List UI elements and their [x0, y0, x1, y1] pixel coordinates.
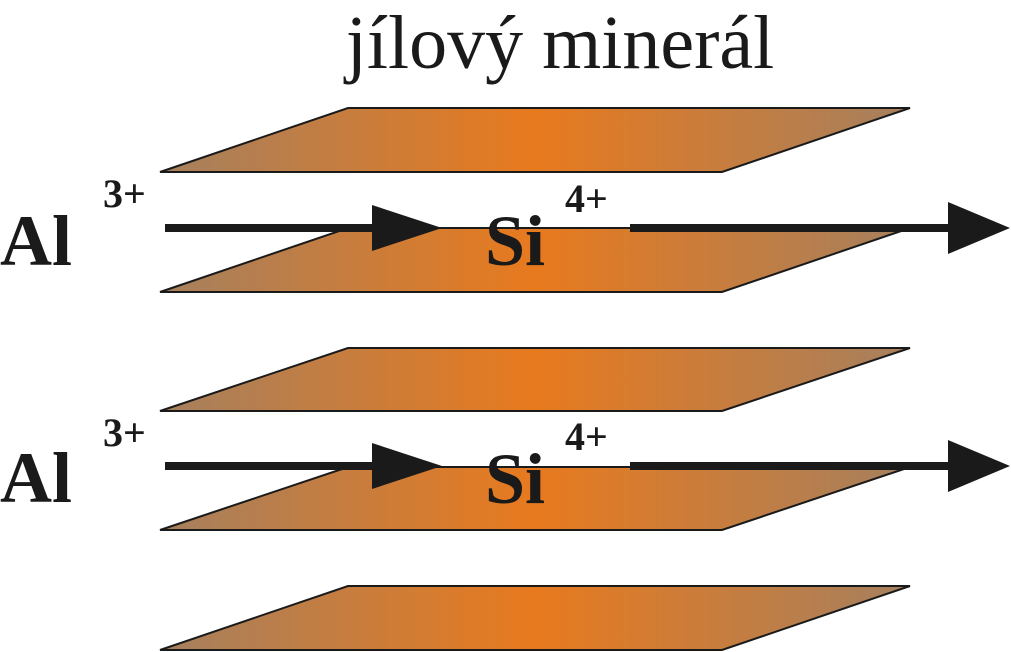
arrow-head-right-icon	[372, 205, 442, 251]
arrow-head-right-icon	[372, 443, 442, 489]
aluminium-ion-label: Al	[0, 438, 72, 518]
silicon-charge-label: 4+	[565, 414, 608, 459]
mineral-sheet-3	[159, 347, 911, 412]
aluminium-ion-label: Al	[0, 201, 72, 281]
aluminium-charge-label: 3+	[103, 171, 146, 216]
arrow-head-right-icon	[948, 440, 1010, 492]
substitution-row-2: Al 3+ Si 4+	[0, 410, 1010, 519]
mineral-sheet-5	[159, 585, 911, 651]
silicon-ion-label: Si	[485, 439, 545, 519]
diagram-title: jílový minerál	[343, 1, 774, 85]
substitution-row-1: Al 3+ Si 4+	[0, 171, 1010, 281]
aluminium-charge-label: 3+	[103, 410, 146, 455]
arrow-head-right-icon	[948, 202, 1010, 254]
silicon-ion-label: Si	[485, 201, 545, 281]
mineral-sheet-1	[159, 107, 911, 173]
silicon-charge-label: 4+	[565, 176, 608, 221]
